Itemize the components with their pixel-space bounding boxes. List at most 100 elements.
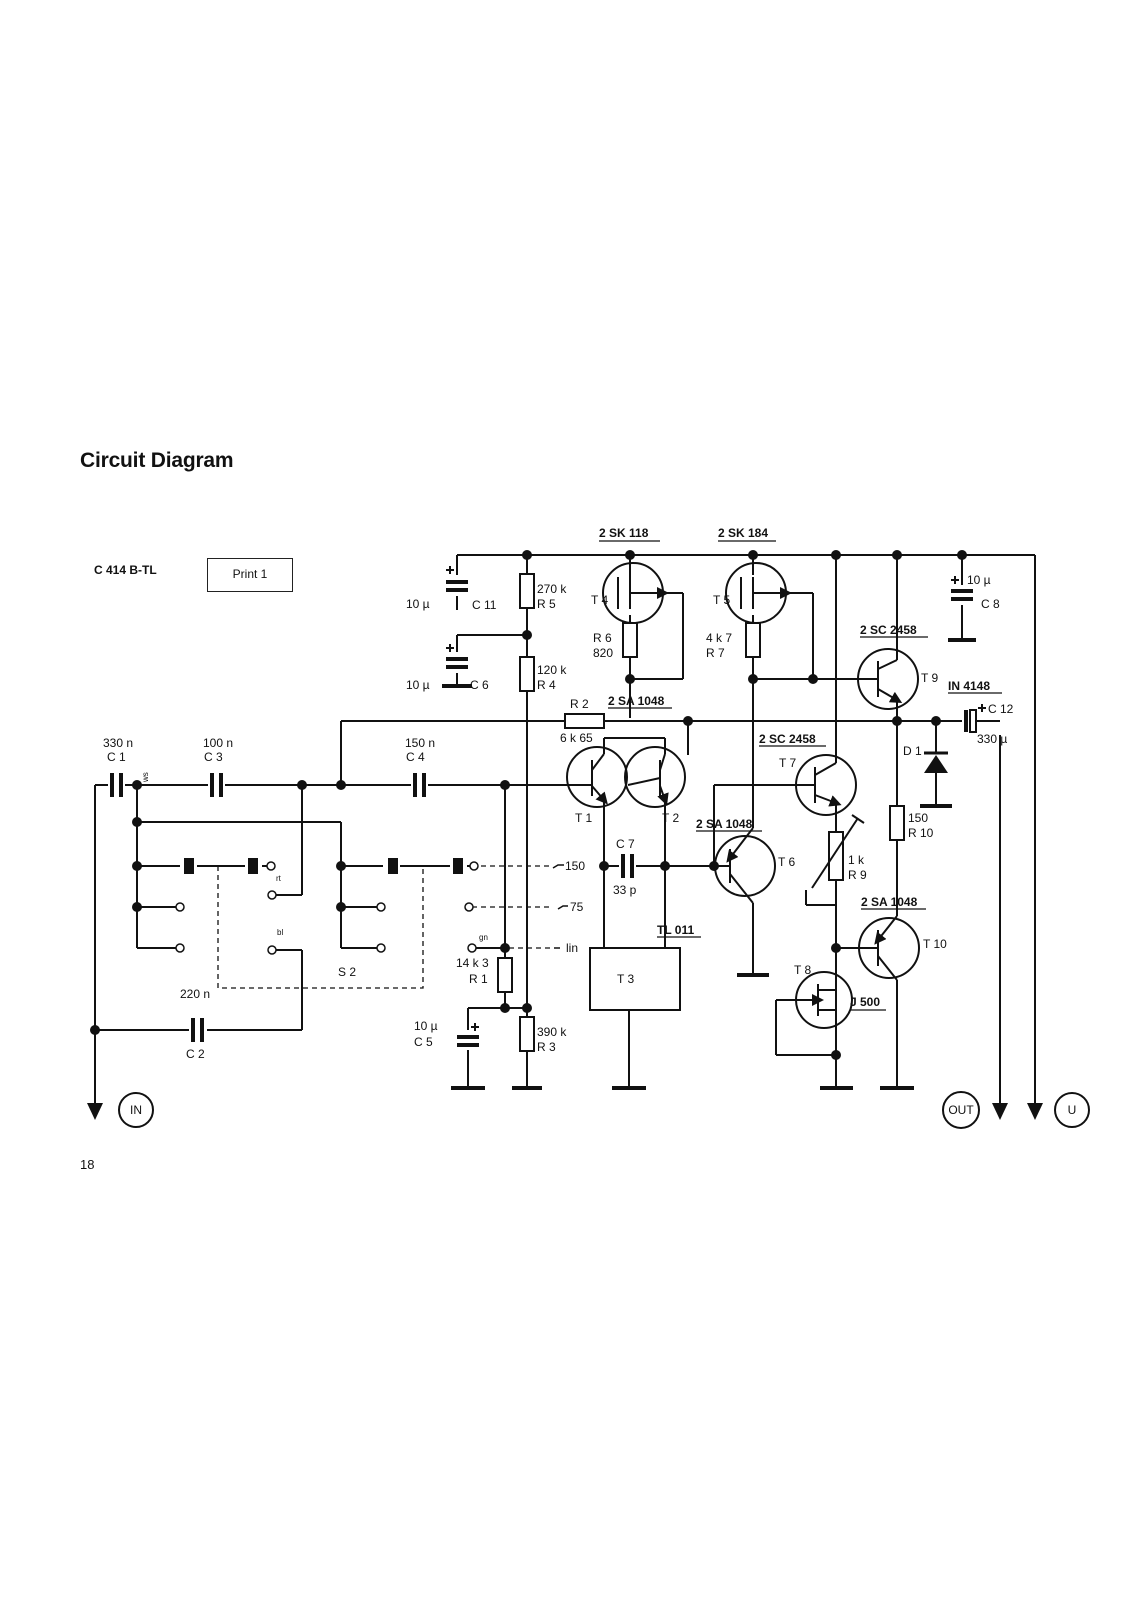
label-c8: C 8 [981,597,1000,611]
label-r10: R 10 [908,826,934,840]
label-c3-value: 100 n [203,736,233,750]
label-part-t1t2: 2 SA 1048 [608,694,665,708]
junction-dots [90,550,967,1060]
label-c7-value: 33 p [613,883,637,897]
label-port-in: IN [130,1103,142,1117]
transistor-t1 [566,746,628,808]
transistor-t2 [624,746,686,808]
label-part-d1: IN 4148 [948,679,990,693]
resistor-r5 [519,573,535,609]
label-c6-value: 10 µ [406,678,430,692]
label-c1: C 1 [107,750,126,764]
label-select-150: 150 [565,859,585,873]
label-select-75: 75 [570,900,584,914]
label-c8-value: 10 µ [967,573,991,587]
label-wire-bl: bl [277,928,283,937]
label-c3: C 3 [204,750,223,764]
label-c4: C 4 [406,750,425,764]
resistor-r4 [519,656,535,692]
label-t2: T 2 [662,811,679,825]
resistor-r3 [519,1016,535,1052]
label-r6-value: 820 [593,646,613,660]
label-t1: T 1 [575,811,592,825]
label-c6: C 6 [470,678,489,692]
switch-s2-frame [217,865,553,989]
resistors [497,573,905,1052]
label-t7: T 7 [779,756,796,770]
transistors [566,562,920,1029]
switch-contacts [184,858,463,874]
port-out-circle [942,1091,980,1129]
label-part-t6: 2 SA 1048 [696,817,753,831]
label-part-t4: 2 SK 118 [599,526,649,540]
label-r10-value: 150 [908,811,928,825]
page-title: Circuit Diagram [80,449,234,472]
label-r4: R 4 [537,678,556,692]
schematic-labels: 330 n C 1 100 n C 3 150 n C 4 220 n C 2 … [103,526,1076,1117]
label-part-t5: 2 SK 184 [718,526,768,540]
wires [94,554,1036,1090]
label-r5: R 5 [537,597,556,611]
label-d1: D 1 [903,744,922,758]
label-c2-value: 220 n [180,987,210,1001]
label-wire-gn: gn [479,933,488,942]
ground-symbols [442,638,976,1090]
ic-t3 [589,947,681,1011]
label-c1-value: 330 n [103,736,133,750]
label-port-u: U [1068,1103,1077,1117]
label-r4-value: 120 k [537,663,567,677]
label-t6: T 6 [778,855,795,869]
label-c5: C 5 [414,1035,433,1049]
label-part-t7: 2 SC 2458 [759,732,816,746]
label-r9: R 9 [848,868,867,882]
transistor-t7 [795,754,857,816]
port-arrows [94,1090,1036,1103]
label-t4: T 4 [591,593,608,607]
resistor-r1 [497,957,513,993]
model-label: C 414 B-TL [94,563,157,577]
label-r3: R 3 [537,1040,556,1054]
label-port-out: OUT [948,1103,974,1117]
label-part-t8: J 500 [850,995,880,1009]
label-part-t10: 2 SA 1048 [861,895,918,909]
label-r5-value: 270 k [537,582,567,596]
label-r6: R 6 [593,631,612,645]
label-wire-ws: ws [141,772,150,783]
label-r1-value: 14 k 3 [456,956,489,970]
print-label-box: Print 1 [207,558,293,592]
label-t3: T 3 [617,972,634,986]
label-r2-value: 6 k 65 [560,731,593,745]
trimmer-arrow [811,817,859,889]
label-c11-value: 10 µ [406,597,430,611]
label-r9-value: 1 k [848,853,865,867]
transistor-t10 [858,917,920,979]
label-c12-value: 330 µ [977,732,1007,746]
port-in-circle [118,1092,154,1128]
resistor-r6 [622,622,638,658]
polarity-marks [446,566,986,1031]
open-contacts [175,861,479,955]
resistor-r7 [745,622,761,658]
label-select-lin: lin [566,941,578,955]
label-c2: C 2 [186,1047,205,1061]
label-c5-value: 10 µ [414,1019,438,1033]
label-t5: T 5 [713,593,730,607]
label-r7-value: 4 k 7 [706,631,732,645]
capacitors [110,580,973,1047]
label-c4-value: 150 n [405,736,435,750]
label-t10: T 10 [923,937,947,951]
port-u-circle [1054,1092,1090,1128]
label-s2: S 2 [338,965,356,979]
label-part-t9: 2 SC 2458 [860,623,917,637]
label-r7: R 7 [706,646,725,660]
label-c12: C 12 [988,702,1014,716]
label-wire-rt: rt [276,874,282,883]
label-r2: R 2 [570,697,589,711]
label-c7: C 7 [616,837,635,851]
label-part-t3: TL 011 [657,923,694,937]
label-c11: C 11 [472,598,497,612]
label-r3-value: 390 k [537,1025,567,1039]
label-r1: R 1 [469,972,488,986]
resistor-r10 [889,805,905,841]
